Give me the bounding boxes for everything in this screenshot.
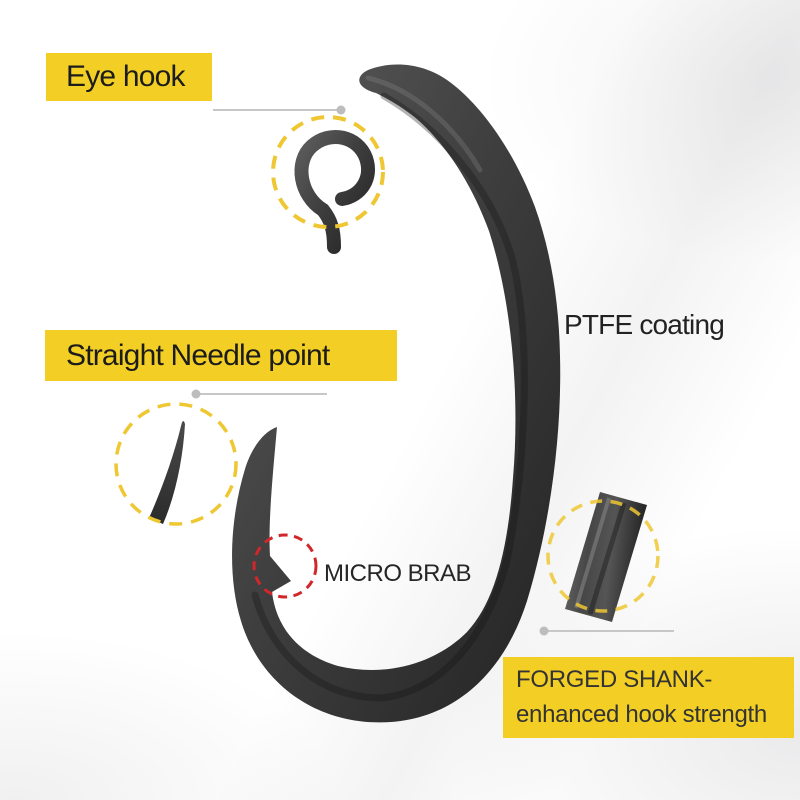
needle-point-label-text: Straight Needle point xyxy=(66,338,330,372)
forged-connector-dot xyxy=(539,626,549,636)
ptfe-coating-label: PTFE coating xyxy=(564,309,725,340)
needle-detail-circle xyxy=(114,402,238,526)
needle-connector-dot xyxy=(191,389,201,399)
forged-shank-label: FORGED SHANK- enhanced hook strength xyxy=(503,657,794,738)
hook-illustration xyxy=(232,64,561,723)
forged-shank-label-line2: enhanced hook strength xyxy=(516,701,767,728)
needle-point-label: Straight Needle point xyxy=(45,330,397,381)
hook-forged-seam xyxy=(251,92,528,702)
needle-point-illustration xyxy=(149,420,185,524)
shank-detail-circle xyxy=(546,499,660,613)
eye-connector xyxy=(213,105,346,115)
eye-hook-label-text: Eye hook xyxy=(66,60,185,93)
forged-shank-label-line1: FORGED SHANK- xyxy=(516,666,713,693)
needle-connector xyxy=(191,389,327,399)
hook-highlight xyxy=(365,75,483,173)
eye-hook-label: Eye hook xyxy=(46,53,212,101)
eye-detail-circle xyxy=(271,115,385,229)
forged-connector xyxy=(539,626,674,636)
micro-barb-label: MICRO BRAB xyxy=(324,560,472,587)
eye-detail-illustration xyxy=(294,130,375,254)
barb-detail-circle xyxy=(252,533,318,599)
shank-detail-illustration xyxy=(565,492,647,622)
eye-connector-dot xyxy=(336,105,346,115)
